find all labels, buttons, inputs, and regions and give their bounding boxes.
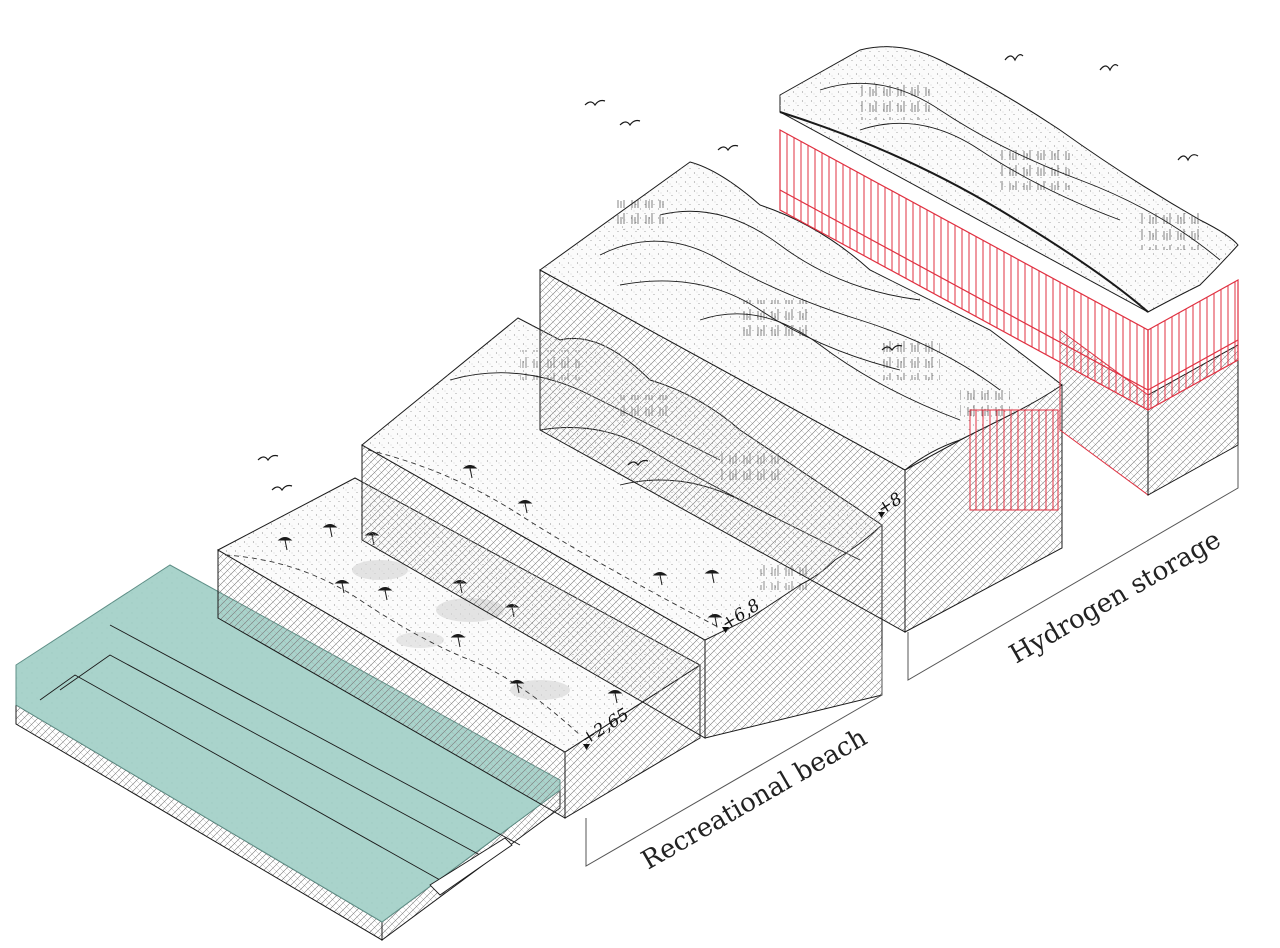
hydrogen-storage-block: [779, 46, 1239, 496]
birds: [257, 54, 1199, 492]
elevation-marker-icon: [583, 744, 590, 750]
sea-wave-line: [109, 624, 521, 846]
bird-icon: [627, 459, 649, 467]
bird-icon: [717, 144, 739, 152]
sea-wave-line: [59, 654, 481, 856]
recreational-beach-bracket: [585, 650, 883, 867]
low-beach-block: +2,65: [216, 477, 701, 819]
bird-icon: [1177, 154, 1199, 162]
hydrogen-storage-bracket: [907, 445, 1239, 681]
bird-icon: [584, 99, 606, 107]
high-dune-block: +8: [539, 161, 1063, 633]
bird-icon: [257, 454, 279, 462]
elevation-marker-icon: [722, 627, 729, 633]
low-beach-dashed-path: [224, 554, 581, 736]
bird-icon: [881, 344, 903, 352]
bird-icon: [619, 119, 641, 127]
elevation-marker-icon: [878, 512, 885, 518]
sea-wave-line: [39, 674, 441, 881]
bird-icon: [1099, 64, 1119, 72]
sea-ramp: [429, 837, 513, 896]
hydrogen-tank-array-side: [969, 409, 1059, 511]
bird-icon: [1004, 54, 1024, 62]
sea-block: [15, 564, 561, 941]
bird-icon: [271, 484, 293, 492]
